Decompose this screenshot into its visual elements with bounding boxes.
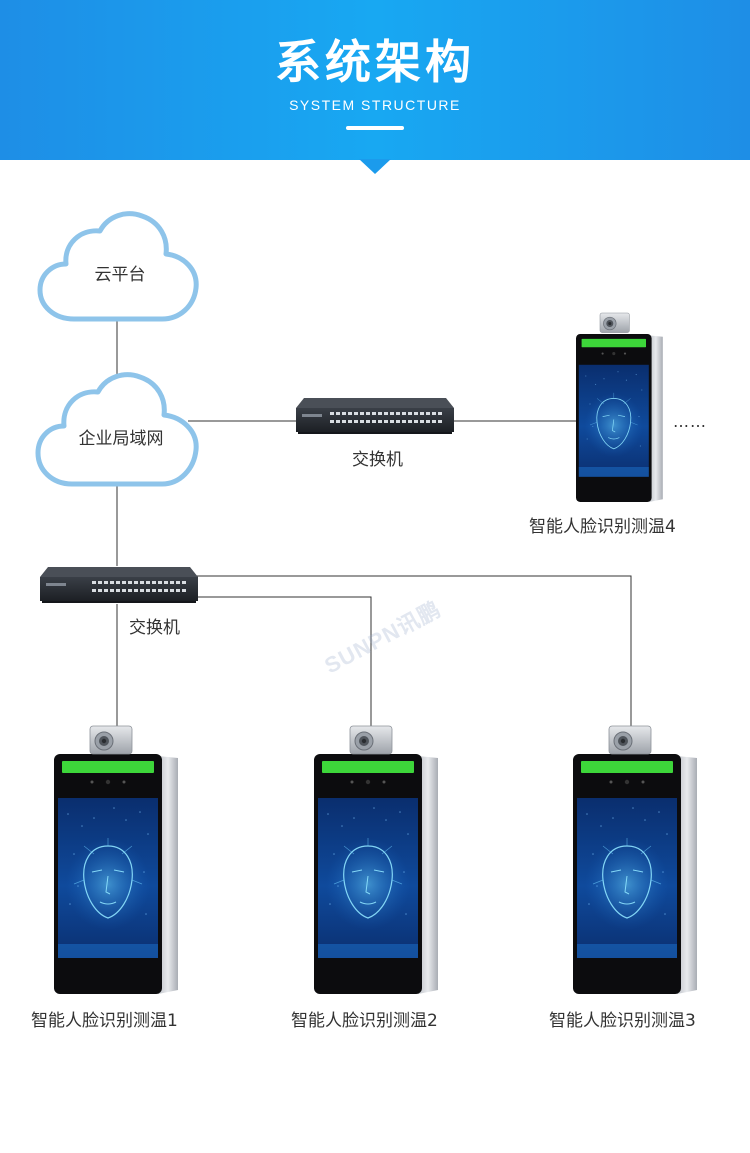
- connection-lines: [116, 318, 632, 727]
- device-2-camera: [349, 725, 393, 755]
- link-switch-main-to-device-3: [194, 575, 632, 727]
- switch-ports: [92, 581, 186, 592]
- page-subtitle: SYSTEM STRUCTURE: [289, 97, 461, 113]
- device-4-camera: [599, 312, 630, 333]
- device-1-label: 智能人脸识别测温1: [31, 1011, 178, 1031]
- cloud-icon: [37, 211, 199, 322]
- link-switch-main-to-device-2: [194, 596, 372, 727]
- device-3-camera: [608, 725, 652, 755]
- device-2-terminal: [313, 753, 439, 995]
- device-1-camera: [89, 725, 133, 755]
- device-3-terminal: [572, 753, 698, 995]
- device-2-label: 智能人脸识别测温2: [291, 1011, 438, 1031]
- device-3-label: 智能人脸识别测温3: [549, 1011, 696, 1031]
- cloud-icon: [35, 372, 199, 487]
- enterprise-lan-label: 企业局域网: [78, 429, 164, 449]
- more-devices-ellipsis: ……: [673, 412, 707, 431]
- switch-top-icon: [296, 398, 454, 434]
- cloud-platform-label: 云平台: [94, 265, 146, 285]
- page-title: 系统架构: [275, 35, 475, 89]
- switch-main-label: 交换机: [129, 618, 180, 638]
- switch-main-icon: [40, 567, 198, 603]
- title-underline: [346, 126, 404, 130]
- header-banner: [0, 0, 750, 160]
- switch-top-label: 交换机: [352, 450, 403, 470]
- switch-ports: [330, 412, 442, 423]
- device-1-terminal: [53, 753, 179, 995]
- header-notch: [359, 159, 391, 174]
- device-4-label: 智能人脸识别测温4: [529, 517, 676, 537]
- device-4-terminal: [575, 333, 664, 503]
